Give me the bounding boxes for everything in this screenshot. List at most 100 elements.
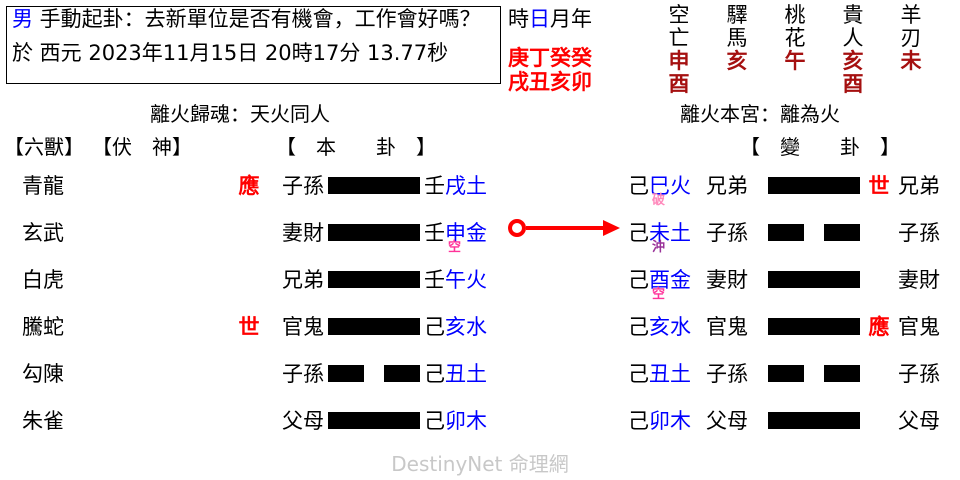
yao-segment: [328, 177, 420, 194]
najia-gan: 壬: [424, 268, 445, 292]
najia-zhi: 亥水: [649, 315, 691, 339]
yao-segment: [768, 318, 860, 335]
datetime-text: 於 西元 2023年11月15日 20時17分 13.77秒: [12, 41, 449, 65]
question-box: [6, 6, 501, 84]
najia-status-mark-right: 沖: [652, 240, 666, 255]
najia-right: 己酉金: [628, 268, 691, 292]
najia-zhi: 戌土: [445, 174, 487, 198]
najia-gan: 己: [424, 362, 445, 386]
benggua-title: 離火歸魂：天火同人: [150, 102, 330, 126]
shiying-marker-right: 應: [868, 315, 890, 339]
liuqin-label-left: 妻財: [282, 221, 324, 245]
najia-zhi: 亥水: [445, 315, 487, 339]
najia-status-mark-right: 破: [652, 193, 666, 208]
yao-segment: [328, 412, 420, 429]
liuqin-label-right: 妻財: [706, 268, 748, 292]
najia-status-mark-right: 空: [652, 287, 666, 302]
hexagram-row: 玄武妻財壬申金空己未土沖子孫子孫: [0, 213, 960, 259]
benggua-yao-line: [328, 318, 420, 335]
hexagram-row: 勾陳子孫己丑土己丑土子孫子孫: [0, 354, 960, 400]
najia-gan: 己: [628, 362, 649, 386]
najia-right: 己巳火: [628, 174, 691, 198]
najia-status-mark-left: 空: [448, 240, 462, 255]
liuqin-label-left: 子孫: [282, 174, 324, 198]
pillar-labels: 時日月年: [508, 6, 592, 33]
yao-segment: [328, 271, 420, 288]
yao-segment: [328, 365, 364, 382]
yao-segment: [768, 412, 860, 429]
shensha-value-4-bottom: [882, 73, 940, 96]
pillar-branches: 戌丑亥卯: [508, 70, 592, 94]
najia-zhi: 丑土: [445, 362, 487, 386]
shensha-name-2-bottom: 花: [784, 26, 806, 50]
shensha-value-4-top: 未: [900, 49, 922, 73]
liuqin-label-far-right: 妻財: [898, 268, 940, 292]
liuqin-label-left: 子孫: [282, 362, 324, 386]
najia-left: 壬午火: [424, 268, 487, 292]
shensha-name-4-bottom: 刃: [900, 26, 922, 50]
najia-zhi: 卯木: [445, 409, 487, 433]
liushou-label: 玄武: [22, 221, 64, 245]
yao-segment: [824, 365, 860, 382]
shensha-name-0-bottom: 亡: [668, 26, 690, 50]
yao-segment: [384, 365, 420, 382]
benggua-yao-line: [328, 412, 420, 429]
shensha-table: 空 驛 桃 貴 羊 亡 馬 花 人 刃 申 亥 午 亥 未 酉 酉: [650, 4, 950, 96]
liuqin-label-left: 官鬼: [282, 315, 324, 339]
najia-zhi: 巳火: [649, 174, 691, 198]
najia-zhi: 申金: [445, 221, 487, 245]
biangua-yao-line: [768, 271, 860, 288]
najia-gan: 壬: [424, 221, 445, 245]
najia-zhi: 卯木: [649, 409, 691, 433]
biangua-yao-line: [768, 224, 860, 241]
najia-zhi: 丑土: [649, 362, 691, 386]
biangua-yao-line: [768, 177, 860, 194]
pillar-stems: 庚丁癸癸: [508, 46, 592, 70]
question-body: 手動起卦：去新單位是否有機會，工作會好嗎？: [33, 7, 481, 31]
shensha-value-1-bottom: [708, 73, 766, 96]
yao-segment: [768, 365, 804, 382]
liuqin-label-far-right: 父母: [898, 409, 940, 433]
pillar-label-day: 日: [529, 7, 550, 31]
najia-left: 己丑土: [424, 362, 487, 386]
hexagram-row: 騰蛇世官鬼己亥水己亥水官鬼應官鬼: [0, 307, 960, 353]
header-liushou: 【六獸】: [4, 135, 84, 159]
yao-segment: [824, 224, 860, 241]
biangua-yao-line: [768, 412, 860, 429]
najia-gan: 己: [628, 409, 649, 433]
liuqin-label-left: 兄弟: [282, 268, 324, 292]
shensha-name-1-bottom: 馬: [726, 26, 748, 50]
hexagram-row: 朱雀父母己卯木己卯木父母父母: [0, 401, 960, 447]
liuqin-label-left: 父母: [282, 409, 324, 433]
shiying-marker-left: 應: [238, 174, 260, 198]
shensha-name-top-row: 空 驛 桃 貴 羊: [650, 4, 940, 27]
najia-left: 壬申金: [424, 221, 487, 245]
shensha-value-1-top: 亥: [726, 49, 748, 73]
liushou-label: 騰蛇: [22, 315, 64, 339]
shensha-name-2-top: 桃: [784, 3, 806, 27]
shensha-value-3-top: 亥: [842, 49, 864, 73]
liushou-label: 青龍: [22, 174, 64, 198]
gender-label: 男: [12, 7, 33, 31]
benggua-yao-line: [328, 271, 420, 288]
shensha-value-3-bottom: 酉: [842, 72, 864, 96]
yao-segment: [328, 318, 420, 335]
pillar-ganzhi: 庚丁癸癸 戌丑亥卯: [508, 46, 592, 94]
liuqin-label-far-right: 兄弟: [898, 174, 940, 198]
yao-segment: [328, 224, 420, 241]
liuqin-label-right: 兄弟: [706, 174, 748, 198]
shensha-name-3-bottom: 人: [842, 26, 864, 50]
yao-segment: [768, 177, 860, 194]
benggua-yao-line: [328, 177, 420, 194]
biangua-yao-line: [768, 318, 860, 335]
najia-gan: 己: [424, 409, 445, 433]
yao-segment: [768, 271, 860, 288]
liuqin-label-right: 官鬼: [706, 315, 748, 339]
header-benggua: 【 本 卦 】: [276, 135, 436, 159]
najia-left: 己卯木: [424, 409, 487, 433]
najia-left: 己亥水: [424, 315, 487, 339]
biangua-yao-line: [768, 365, 860, 382]
shensha-name-bottom-row: 亡 馬 花 人 刃: [650, 27, 940, 50]
shiying-marker-left: 世: [238, 315, 260, 339]
shensha-name-0-top: 空: [668, 3, 690, 27]
